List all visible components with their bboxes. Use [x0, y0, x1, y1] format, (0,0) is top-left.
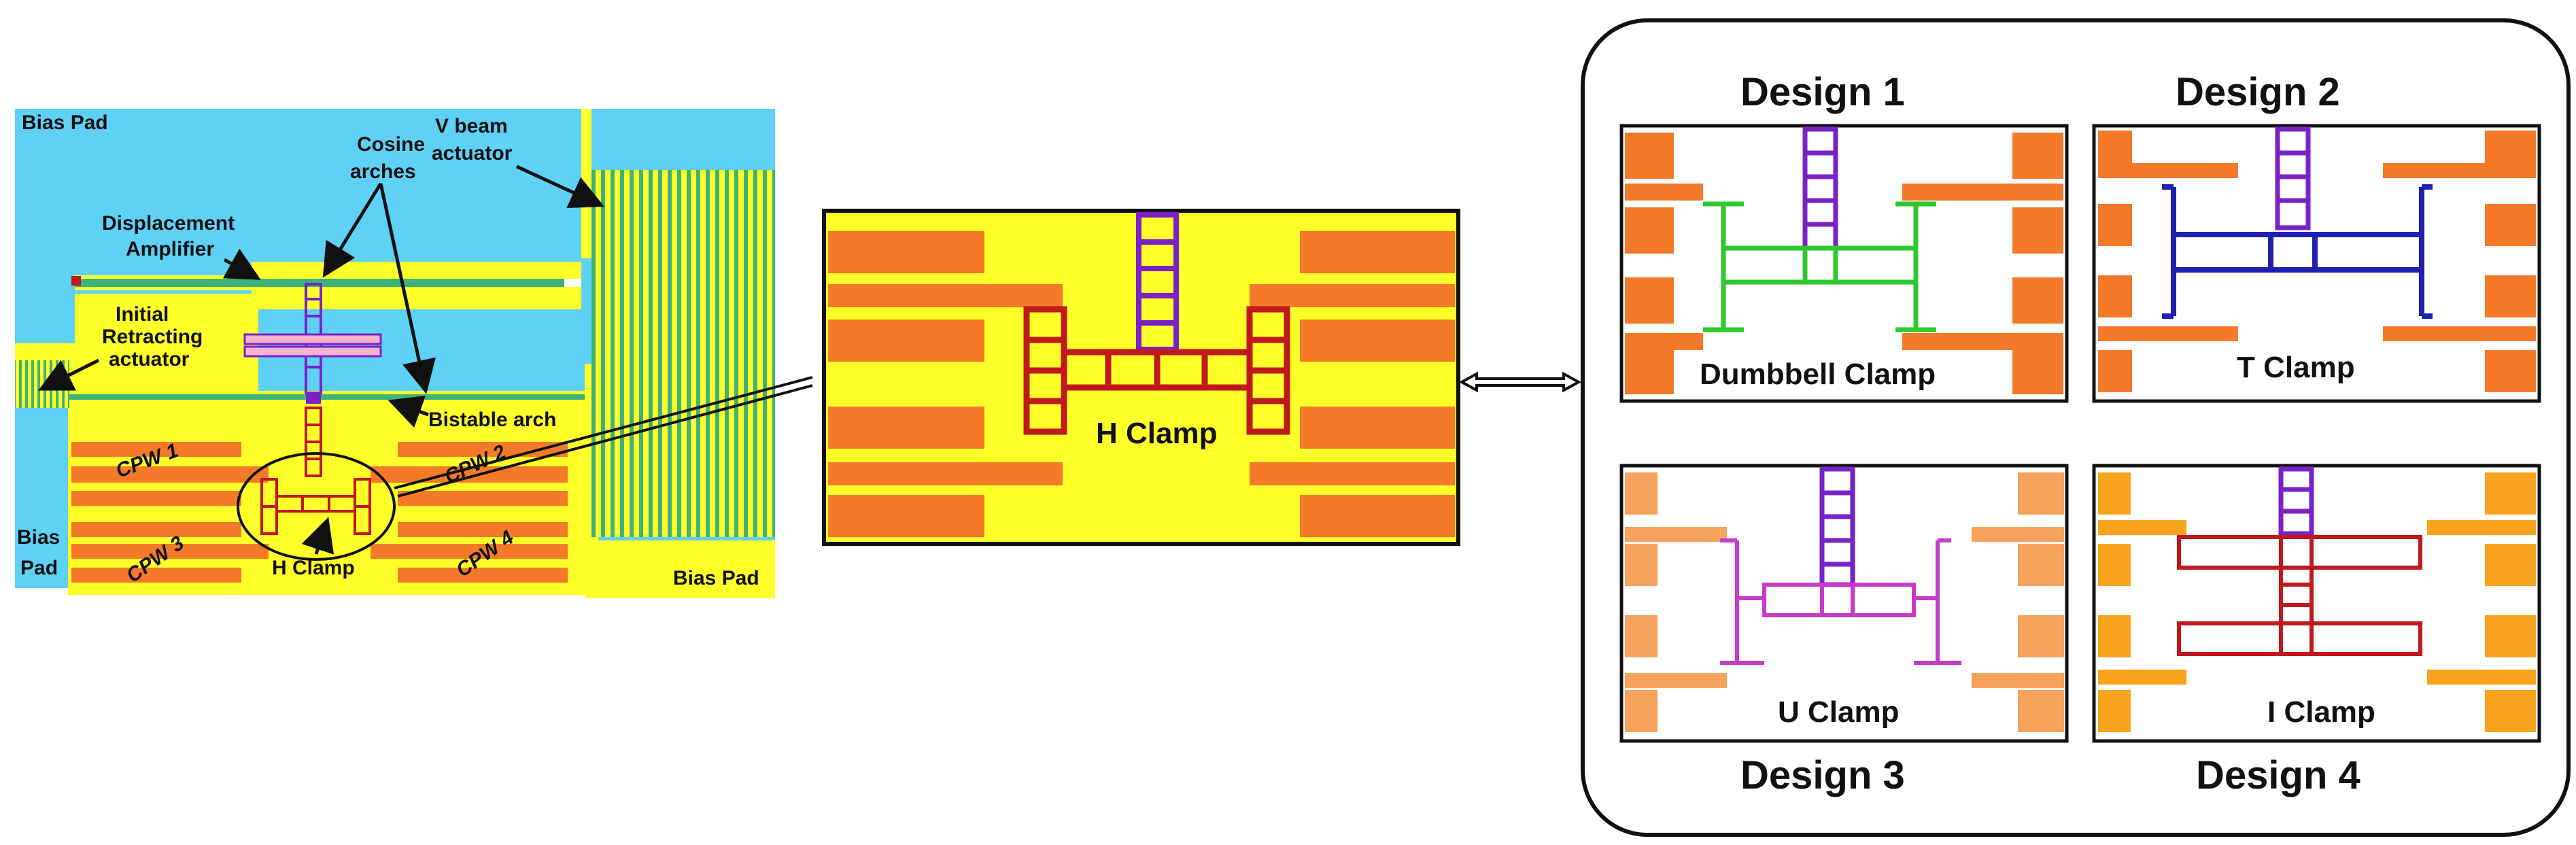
small-h-clamp [260, 478, 371, 535]
design-1-title: Design 1 [1740, 70, 1905, 114]
displacement-amplifier-beam [75, 279, 588, 287]
label-initial: Initial [116, 303, 169, 326]
label-cosine-2: arches [350, 160, 416, 183]
ladder-lower [305, 407, 322, 477]
label-retracting: Retracting [102, 326, 203, 348]
bistable-arch-line [68, 394, 585, 400]
v-beam-actuator [591, 170, 775, 537]
v-beam-edge [581, 109, 591, 258]
double-arrow [1458, 371, 1582, 393]
design-1-drawing: Dumbbell Clamp [1619, 124, 2069, 403]
design-panel: Design 1 Design 2 Design 3 Design 4 [1581, 18, 2571, 837]
label-h-clamp-small: H Clamp [272, 557, 355, 579]
zoom-connector-b [397, 384, 813, 498]
label-cosine-1: Cosine [357, 133, 425, 156]
label-bias-2: Pad [20, 557, 58, 579]
design-2-title: Design 2 [2176, 70, 2340, 114]
device-layout: Bias Pad V beam actuator Cosine arches D… [15, 109, 813, 598]
zoom-cpw-right [1250, 231, 1455, 537]
label-v-beam-1: V beam [435, 115, 508, 137]
cpw4-bar-c [398, 568, 568, 583]
leader-arrows [38, 165, 605, 555]
cpw1-bar-a [71, 442, 241, 457]
zoom-h-clamp [1023, 306, 1290, 435]
design-2-drawing: T Clamp [2092, 124, 2541, 403]
cpw3-bar-a [71, 522, 241, 537]
cpw4-bar-b [371, 544, 568, 559]
cpw1-bar-c [71, 491, 241, 506]
design-3-title: Design 3 [1740, 753, 1905, 797]
design-2-clamp-label: T Clamp [2237, 351, 2355, 384]
label-bistable-arch: Bistable arch [428, 409, 556, 431]
design-3-drawing: U Clamp [1619, 464, 2069, 743]
cpw2-bar-c [398, 491, 568, 506]
zoom-connector-a [394, 376, 813, 489]
zoom-panel: H Clamp [822, 209, 1460, 546]
label-displacement-2: Amplifier [126, 238, 214, 260]
label-actuator: actuator [109, 348, 190, 370]
cosine-arches [243, 333, 382, 358]
label-bias-pad-br: Bias Pad [673, 567, 759, 589]
retracting-actuator [15, 360, 69, 408]
label-v-beam-2: actuator [432, 142, 513, 165]
cpw1-bar-b [71, 466, 269, 483]
cpw3-bar-b [71, 544, 269, 559]
amplifier-gap [564, 279, 585, 287]
amplifier-anchor [71, 276, 81, 286]
design-4-title: Design 4 [2196, 753, 2360, 797]
design-3-clamp-label: U Clamp [1778, 695, 1899, 729]
cpw4-bar-a [398, 522, 568, 537]
design-1-clamp-label: Dumbbell Clamp [1700, 358, 1936, 391]
cpw3-bar-c [71, 568, 241, 583]
label-bias-pad-tl: Bias Pad [22, 111, 108, 134]
design-4-clamp-label: I Clamp [2267, 695, 2375, 729]
zoom-label: H Clamp [1096, 417, 1217, 450]
label-bias-1: Bias [17, 526, 60, 549]
ladder-tip [306, 393, 321, 404]
zoom-cpw-left [828, 231, 1063, 537]
h-clamp-highlight [237, 452, 396, 561]
design-4-drawing: I Clamp [2092, 464, 2541, 743]
label-displacement-1: Displacement [102, 212, 235, 235]
